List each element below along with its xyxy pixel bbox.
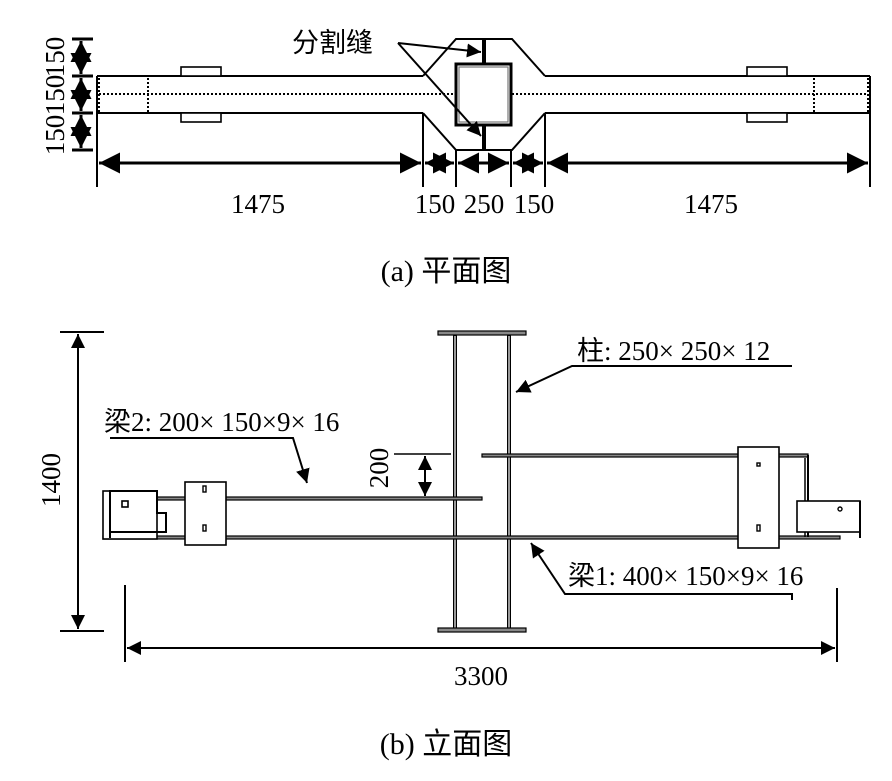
hdim-label-3: 250 [464,189,505,219]
beam1-leader [530,542,793,600]
vdim-label-2: 150 [40,75,70,116]
height-dim-label: 1400 [36,453,66,507]
column-leader [515,365,792,393]
beam1-label: 梁1: 400× 150×9× 16 [568,561,803,591]
hdim-label-4: 150 [514,189,555,219]
column-bottom-plate [437,627,527,633]
elevation-caption: (b) 立面图 [380,728,512,761]
left-plate-bolt-bottom [202,524,207,532]
column-top-plate [437,330,527,336]
beam2-leader [110,437,310,484]
plan-view: 分割缝 150 150 150 1475 150 250 150 1475 (a… [40,28,871,288]
hdim-label-2: 150 [415,189,456,219]
plan-plate-left-bottom [180,112,222,123]
seam-leader-bottom [397,42,482,137]
right-plate-bolt-bottom [756,524,761,532]
seam-label: 分割缝 [292,28,373,58]
left-support-bolt [121,500,129,508]
left-plate-bolt-top [202,485,207,493]
plan-plate-right-top [746,66,788,77]
hdim-label-5: 1475 [684,189,738,219]
left-support-inner [109,490,167,538]
right-support-bolt [837,506,843,512]
vdim-label-1: 150 [40,37,70,78]
plan-plate-right-bottom [746,112,788,123]
offset-dim-label: 200 [364,448,394,489]
plan-plate-left-top [180,66,222,77]
plan-caption: (a) 平面图 [381,255,512,288]
beam2-label: 梁2: 200× 150×9× 16 [104,407,339,437]
plan-column-box-inner [458,66,509,123]
hdim-label-1: 1475 [231,189,285,219]
right-support-box [796,500,861,533]
right-plate-bolt-top [756,462,761,467]
vdim-label-3: 150 [40,115,70,156]
column-label: 柱: 250× 250× 12 [577,336,770,366]
length-dim-label: 3300 [454,661,508,691]
seam-leader-top [397,42,482,58]
elevation-view: 1400 200 3300 柱: 250× 250× 12 梁2: 200× 1… [36,330,861,761]
right-bearing-plate [737,446,780,549]
